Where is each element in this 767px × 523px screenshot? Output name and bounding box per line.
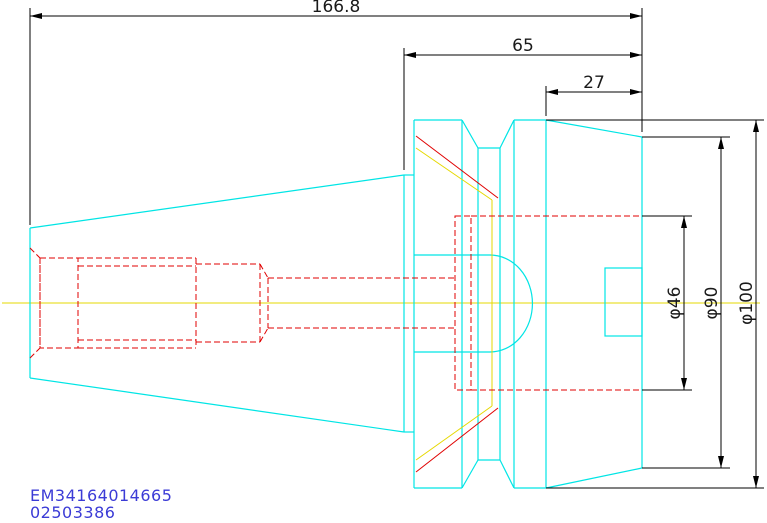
part-number: 02503386 [30, 503, 116, 522]
dimension-arrows [30, 13, 759, 488]
dim-diameter-90: φ90 [702, 287, 722, 320]
dim-diameter-100: φ100 [737, 281, 757, 325]
dim-nose-length: 27 [583, 73, 605, 93]
part-code: EM34164014665 [30, 486, 173, 505]
hidden-lines [29, 215, 642, 391]
dim-overall-length: 166.8 [312, 0, 361, 17]
flange-thread-lines [415, 135, 499, 473]
dim-flange-length: 65 [512, 36, 534, 56]
part-outline [29, 119, 643, 489]
dim-diameter-46: φ46 [665, 287, 685, 320]
dimension-labels: 166.8 65 27 φ46 φ90 φ100 [312, 0, 757, 325]
dimension-lines [29, 8, 764, 489]
